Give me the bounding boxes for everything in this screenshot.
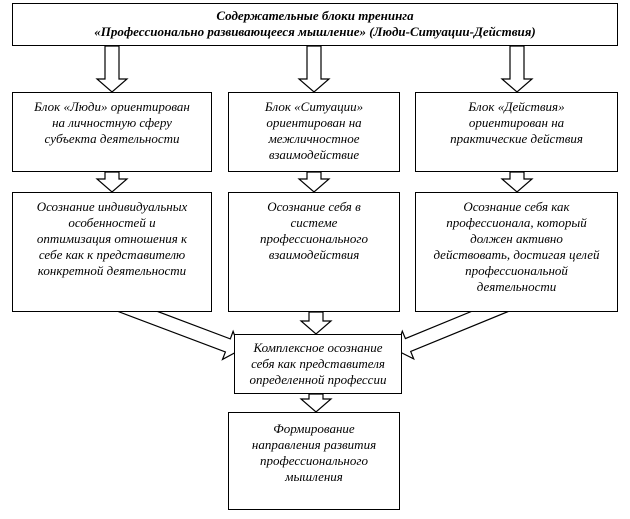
block-actions-box: Блок «Действия» ориентирован на практиче… — [415, 92, 618, 172]
outcome-professional-line: деятельности — [476, 279, 557, 294]
block-situations-line: Блок «Ситуации» — [264, 99, 364, 114]
outcome-individual-line: особенностей и — [68, 215, 156, 230]
block-arrow — [395, 296, 512, 361]
block-arrow — [500, 171, 534, 193]
block-arrow — [299, 393, 333, 413]
block-arrow — [95, 45, 129, 93]
block-actions-line: Блок «Действия» — [468, 99, 565, 114]
formation-line: направления развития — [251, 437, 377, 452]
block-people-line: Блок «Люди» ориентирован — [34, 99, 190, 114]
outcome-system-line: взаимодействия — [268, 247, 360, 262]
complex-awareness-line: определенной профессии — [249, 372, 387, 387]
outcome-individual-line: оптимизация отношения к — [36, 231, 188, 246]
outcome-professional-line: профессионала, который — [446, 215, 587, 230]
block-arrow — [299, 311, 333, 335]
formation-box: Формирование направления развития профес… — [228, 412, 400, 510]
outcome-professional-line: профессиональной — [465, 263, 568, 278]
outcome-individual-box: Осознание индивидуальных особенностей и … — [12, 192, 212, 312]
formation-line: мышления — [285, 469, 343, 484]
outcome-professional-line: должен активно — [470, 231, 563, 246]
complex-awareness-line: себя как представителя — [251, 356, 385, 371]
block-actions-line: ориентирован на — [468, 115, 565, 130]
title-line-2: «Профессионально развивающееся мышление»… — [94, 24, 536, 39]
formation-line: профессионального — [260, 453, 368, 468]
block-arrow — [95, 171, 129, 193]
outcome-professional-line: Осознание себя как — [463, 199, 570, 214]
block-arrow — [297, 45, 331, 93]
block-people-box: Блок «Люди» ориентирован на личностную с… — [12, 92, 212, 172]
block-situations-line: ориентирован на — [266, 115, 362, 130]
complex-awareness-box: Комплексное осознание себя как представи… — [234, 334, 402, 394]
block-people-line: субъекта деятельности — [44, 131, 180, 146]
block-situations-box: Блок «Ситуации» ориентирован на межлично… — [228, 92, 400, 172]
title-line-1: Содержательные блоки тренинга — [216, 8, 414, 23]
block-actions-line: практические действия — [450, 131, 583, 146]
outcome-system-line: Осознание себя в — [267, 199, 361, 214]
block-arrow — [297, 171, 331, 193]
outcome-professional-box: Осознание себя как профессионала, которы… — [415, 192, 618, 312]
title-box: Содержательные блоки тренинга «Профессио… — [12, 3, 618, 46]
outcome-individual-line: конкретной деятельности — [37, 263, 187, 278]
outcome-individual-line: себе как к представителю — [38, 247, 186, 262]
complex-awareness-line: Комплексное осознание — [253, 340, 383, 355]
outcome-system-line: профессионального — [260, 231, 368, 246]
block-people-line: на личностную сферу — [52, 115, 172, 130]
block-situations-line: взаимодействие — [268, 147, 360, 162]
block-situations-line: межличностное — [268, 131, 360, 146]
block-arrow — [500, 45, 534, 93]
formation-line: Формирование — [273, 421, 355, 436]
outcome-professional-line: действовать, достигая целей — [433, 247, 600, 262]
outcome-individual-line: Осознание индивидуальных — [36, 199, 188, 214]
outcome-system-box: Осознание себя в системе профессионально… — [228, 192, 400, 312]
outcome-system-line: системе — [290, 215, 338, 230]
